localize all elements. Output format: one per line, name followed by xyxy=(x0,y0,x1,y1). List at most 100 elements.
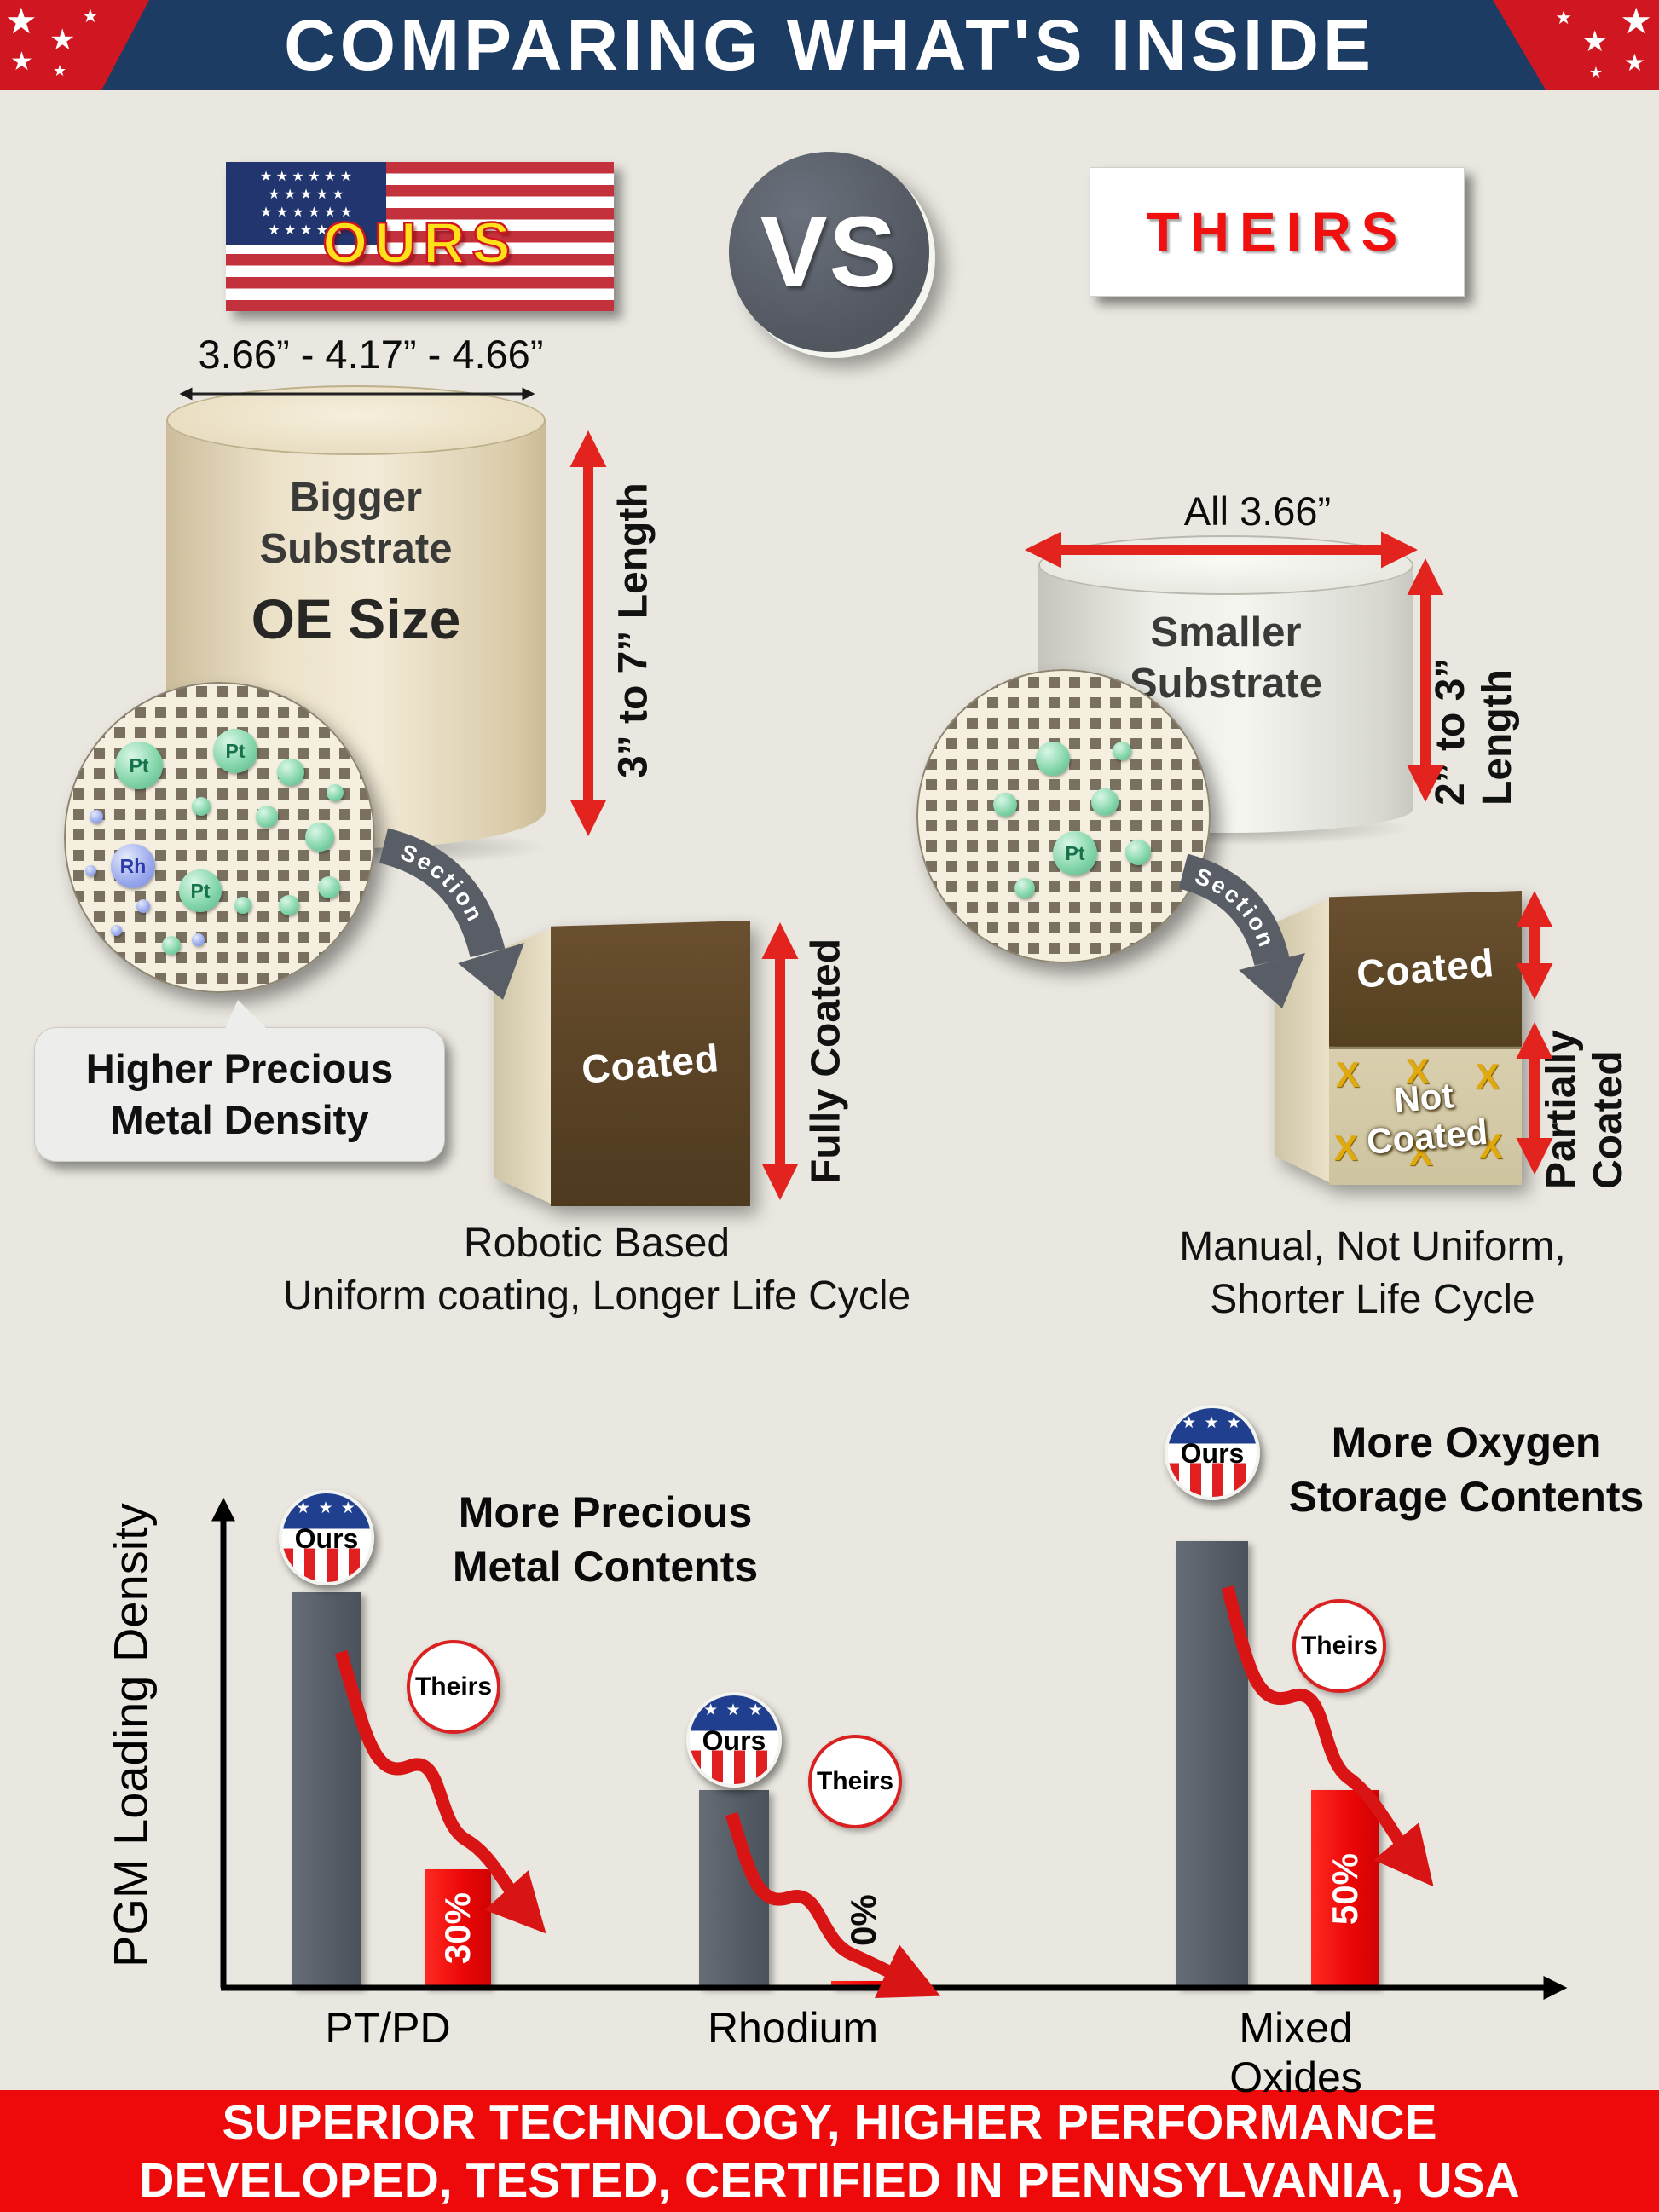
pt-particle: Pt xyxy=(1053,831,1097,875)
pt-particle: Pt xyxy=(115,742,163,789)
ours-substrate-line1: Bigger xyxy=(289,475,423,521)
annotation-oxygen-storage: More Oxygen Storage Contents xyxy=(1266,1415,1659,1524)
ours-length-label: 3” to 7” Length xyxy=(610,482,656,779)
annotation-line: Storage Contents xyxy=(1288,1473,1645,1521)
ours-badge-rhodium: ★ ★ ★ Ours xyxy=(686,1692,782,1788)
ours-badge-label: Ours xyxy=(1180,1437,1245,1469)
x-tick-ptpd: PT/PD xyxy=(325,2004,451,2052)
vs-label: VS xyxy=(760,195,899,309)
x-mark-icon: X xyxy=(1335,1054,1360,1094)
ours-flag-badge: ★ ★ ★ ★ ★ ★ ★ ★ ★ ★ ★ ★ ★ ★ ★ ★ ★ ★ ★ ★ … xyxy=(226,162,614,311)
bar-ours-ptpd xyxy=(292,1592,361,1988)
particle xyxy=(256,806,278,828)
theirs-coated-label: Coated xyxy=(1354,940,1496,997)
particle xyxy=(1113,742,1131,760)
theirs-caption: Manual, Not Uniform, Shorter Life Cycle xyxy=(1117,1221,1628,1326)
bar-theirs-ptpd: 30% xyxy=(425,1868,491,1988)
page-title: COMPARING WHAT'S INSIDE xyxy=(284,4,1375,85)
particle xyxy=(1036,742,1070,776)
badge-stars-icon: ★ ★ ★ xyxy=(296,1499,357,1517)
star-icon: ★ xyxy=(1623,49,1645,76)
theirs-label: THEIRS xyxy=(1146,201,1408,263)
particle xyxy=(1014,878,1035,898)
star-icon: ★ xyxy=(1581,26,1608,58)
ours-substrate-line2: Substrate xyxy=(259,526,453,572)
theirs-section-label: Section xyxy=(1191,863,1280,953)
pt-label: Pt xyxy=(225,739,246,762)
theirs-diameter-label: All 3.66” xyxy=(1183,488,1332,534)
footer-line2: DEVELOPED, TESTED, CERTIFIED IN PENNSYLV… xyxy=(139,2152,1520,2208)
flag-stars-icon: ★ ★ ★ ★ ★ ★ ★ ★ ★ ★ ★ ★ ★ ★ ★ ★ ★ ★ ★ ★ … xyxy=(259,169,353,238)
theirs-circle-label: Theirs xyxy=(816,1767,894,1795)
callout-line1: Higher Precious xyxy=(85,1046,394,1091)
star-icon: ★ xyxy=(1620,1,1652,41)
callout-line2: Metal Density xyxy=(110,1097,369,1142)
not-coated-line1: Not xyxy=(1391,1074,1455,1120)
ours-badge-oxides: ★ ★ ★ Ours xyxy=(1165,1405,1260,1500)
ours-badge-ptpd: ★ ★ ★ Ours xyxy=(279,1490,374,1585)
us-flag-canton: ★ ★ ★ ★ ★ ★ ★ ★ ★ ★ ★ ★ ★ ★ ★ ★ ★ ★ ★ ★ … xyxy=(226,162,386,245)
pt-particle: Pt xyxy=(213,729,257,773)
theirs-block-uncoated-zone: X X X X X X Not Coated xyxy=(1328,1046,1522,1185)
theirs-circle-ptpd: Theirs xyxy=(407,1640,500,1734)
footer-line1: SUPERIOR TECHNOLOGY, HIGHER PERFORMANCE xyxy=(222,2094,1437,2150)
header-bar: ★ ★ ★ ★ ★ COMPARING WHAT'S INSIDE ★ ★ ★ … xyxy=(0,0,1659,90)
theirs-oxides-pct-label: 50% xyxy=(1325,1852,1365,1926)
star-icon: ★ xyxy=(5,1,38,41)
theirs-ptpd-pct-label: 30% xyxy=(437,1892,477,1965)
x-tick-rhodium: Rhodium xyxy=(707,2004,879,2052)
ours-badge-label: Ours xyxy=(294,1522,359,1554)
theirs-coated-block: Coated X X X X X X Not Coated xyxy=(1275,891,1522,1185)
ours-cylinder-top xyxy=(166,385,546,455)
particle xyxy=(279,895,299,915)
density-callout: Higher Precious Metal Density xyxy=(34,1000,445,1162)
x-tick-oxides: Mixed Oxides xyxy=(1229,2004,1362,2101)
particle xyxy=(162,936,181,955)
particle xyxy=(136,899,150,913)
ours-oe-size-label: OE Size xyxy=(251,587,461,650)
particle xyxy=(192,797,211,816)
star-icon: ★ xyxy=(10,48,33,76)
not-coated-line2: Coated xyxy=(1364,1111,1489,1162)
vs-badge: VS xyxy=(729,152,929,352)
particle xyxy=(1091,788,1119,816)
star-icon: ★ xyxy=(1555,7,1572,28)
theirs-caption-line1: Manual, Not Uniform, xyxy=(1179,1224,1566,1269)
ours-coated-block: Coated xyxy=(494,921,750,1206)
theirs-badge: THEIRS xyxy=(1090,167,1465,297)
theirs-substrate-line1: Smaller xyxy=(1150,609,1302,656)
theirs-substrate-line2: Substrate xyxy=(1129,661,1322,707)
ours-coated-label: Coated xyxy=(580,1035,721,1092)
ours-block-front: Coated xyxy=(551,921,750,1206)
particle xyxy=(1125,840,1151,865)
flag-corner-right: ★ ★ ★ ★ ★ xyxy=(1493,0,1659,90)
x-mark-icon: X xyxy=(1478,1125,1503,1166)
pt-label: Pt xyxy=(190,879,211,902)
particle xyxy=(85,865,96,876)
particle xyxy=(111,925,122,936)
theirs-rhodium-pct-label: 0% xyxy=(843,1894,883,1946)
rh-particle: Rh xyxy=(111,844,155,888)
theirs-circle-rhodium: Theirs xyxy=(808,1735,902,1828)
annotation-line: More Oxygen xyxy=(1331,1418,1602,1466)
not-coated-label: Not Coated xyxy=(1323,1041,1527,1193)
annotation-precious-metal: More Precious Metal Contents xyxy=(401,1485,810,1594)
ours-badge-label: Ours xyxy=(702,1724,766,1756)
particle xyxy=(192,933,205,946)
annotation-line: More Precious xyxy=(458,1488,753,1536)
ours-label: OURS xyxy=(321,209,517,276)
x-mark-icon: X xyxy=(1408,1132,1433,1173)
x-mark-icon: X xyxy=(1475,1055,1500,1096)
star-icon: ★ xyxy=(1588,64,1603,81)
ours-block-spine xyxy=(494,926,556,1206)
particle xyxy=(318,876,340,898)
theirs-substrate-cylinder: Smaller Substrate xyxy=(1038,535,1413,833)
theirs-circle-oxides: Theirs xyxy=(1292,1599,1386,1693)
particle xyxy=(234,897,251,914)
ours-caption-line1: Robotic Based xyxy=(463,1221,731,1266)
fully-coated-label: Fully Coated xyxy=(803,938,849,1184)
annotation-line: Metal Contents xyxy=(452,1543,759,1591)
badge-stars-icon: ★ ★ ★ xyxy=(1182,1414,1243,1432)
theirs-caption-line2: Shorter Life Cycle xyxy=(1210,1277,1535,1322)
